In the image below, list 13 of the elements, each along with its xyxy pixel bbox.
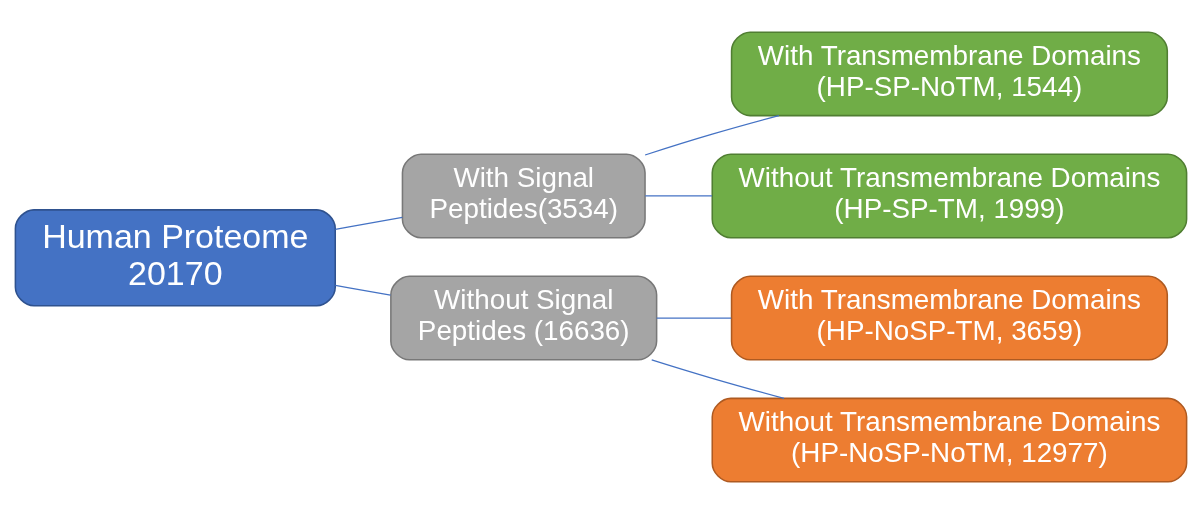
node-box: Human Proteome 20170 <box>14 208 336 306</box>
node-box: Without Transmembrane Domains (HP-NoSP-NoTM, 12977) <box>711 397 1188 483</box>
node-box: With Transmembrane Domains (HP-SP-NoTM, 1544) <box>730 30 1169 116</box>
connector <box>644 114 780 156</box>
connector <box>656 316 732 319</box>
node-box: Without Signal Peptides (16636) <box>390 275 658 361</box>
node-box: Without Transmembrane Domains (HP-SP-TM, 1999) <box>711 152 1188 238</box>
node-box: With Signal Peptides(3534) <box>401 152 646 238</box>
connector <box>334 216 403 230</box>
connector <box>644 194 713 197</box>
connector <box>651 358 785 399</box>
node-box: With Transmembrane Domains (HP-NoSP-TM, 3659) <box>730 275 1169 361</box>
connector <box>334 284 392 296</box>
